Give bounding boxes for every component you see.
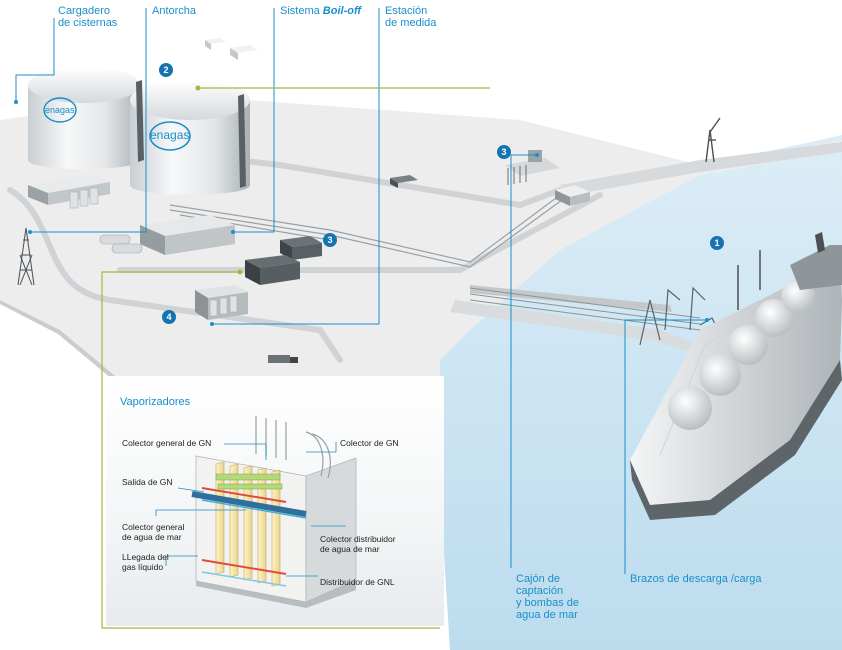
- label-sistema-boiloff: Sistema Boil-off: [280, 5, 361, 17]
- label-estacion-medida: Estación de medida: [385, 5, 437, 29]
- vaporizer-illustration: [155, 416, 357, 608]
- label-sistema-italic: Boil-off: [322, 5, 362, 17]
- enagas-logo-2: [149, 121, 191, 151]
- badge-3-boiloff: 3: [323, 233, 337, 247]
- enagas-logo-text-1: enagas: [45, 105, 75, 115]
- inset-label-salida-gn: Salida de GN: [122, 477, 173, 487]
- truck: [268, 355, 298, 363]
- harbor-crane: [705, 117, 721, 163]
- inset-label-distribuidor-gnl: Distribuidor de GNL: [320, 577, 395, 587]
- seawater-intake: [505, 150, 560, 185]
- label-cajon-captacion: Cajón de captación y bombas de agua de m…: [516, 573, 579, 621]
- enagas-logo-text-2: enagas: [150, 128, 190, 142]
- breakwater: [560, 142, 842, 196]
- inset-label-llegada-gas: LLegada del gas líquido: [122, 552, 169, 572]
- flare-tower: [17, 227, 35, 286]
- label-sistema-prefix: Sistema: [280, 5, 323, 17]
- inset-title: Vaporizadores: [120, 396, 191, 408]
- badge-2: 2: [159, 63, 173, 77]
- label-cargadero: Cargadero de cisternas: [58, 5, 118, 29]
- jetty: [450, 300, 700, 352]
- inset-label-colector-distribuidor: Colector distribuidor de agua de mar: [320, 534, 396, 554]
- lng-carrier-ship: [630, 232, 842, 520]
- unloading-arms: [639, 286, 717, 346]
- vaporizer-inset: Vaporizadores: [106, 376, 444, 626]
- inset-label-colector-general-agua: Colector general de agua de mar: [122, 522, 185, 542]
- enagas-logo-1: [43, 97, 77, 123]
- badge-4: 4: [162, 310, 176, 324]
- inset-label-colector-general-gn: Colector general de GN: [122, 438, 212, 448]
- label-antorcha: Antorcha: [152, 5, 197, 17]
- label-brazos-descarga: Brazos de descarga /carga: [630, 573, 762, 585]
- badge-1: 1: [710, 236, 724, 250]
- badge-3-intake: 3: [497, 145, 511, 159]
- inset-label-colector-gn: Colector de GN: [340, 438, 399, 448]
